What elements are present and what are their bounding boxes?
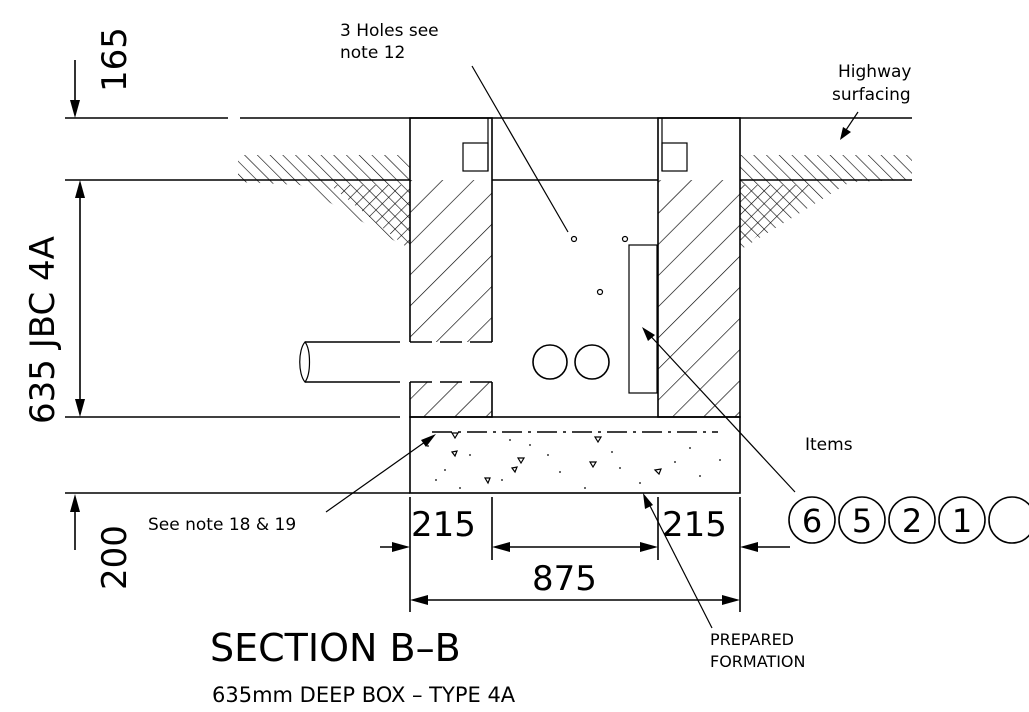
ground-hatch-right — [740, 155, 912, 250]
dim-base-200: 200 — [95, 525, 135, 590]
dim-internal-width: 875 — [532, 559, 597, 599]
item-2: 2 — [902, 502, 922, 540]
prepared-formation-line2: FORMATION — [710, 652, 805, 671]
ground-hatch-left — [238, 155, 410, 250]
concrete-base — [409, 416, 741, 494]
leader-lines — [325, 65, 859, 629]
dim-top-165: 165 — [95, 27, 135, 92]
item-balloons — [788, 496, 1029, 544]
items-label: Items — [805, 435, 853, 455]
item-5: 5 — [852, 502, 872, 540]
holes-note-line1: 3 Holes see — [340, 21, 439, 41]
dim-wall-left: 215 — [411, 505, 476, 545]
highway-label-line1: Highway — [838, 62, 911, 82]
right-wall — [657, 117, 741, 418]
duct-pipes — [532, 344, 610, 380]
item-6: 6 — [802, 502, 822, 540]
holes-note-line2: note 12 — [340, 43, 405, 63]
vertical-dimensions — [70, 60, 85, 550]
prepared-formation-line1: PREPARED — [710, 630, 794, 649]
drain-holes — [570, 235, 629, 296]
section-title: SECTION B–B — [210, 626, 461, 670]
internal-plate — [628, 244, 658, 394]
dim-wall-right: 215 — [662, 505, 727, 545]
dim-depth-635: 635 JBC 4A — [23, 236, 63, 424]
reference-lines — [65, 117, 912, 494]
side-pipe — [299, 341, 493, 383]
section-subtitle: 635mm DEEP BOX – TYPE 4A — [212, 683, 516, 707]
highway-label-line2: surfacing — [832, 85, 911, 105]
horizontal-dimensions — [380, 497, 790, 612]
item-1: 1 — [952, 502, 972, 540]
see-note-label: See note 18 & 19 — [148, 515, 296, 535]
